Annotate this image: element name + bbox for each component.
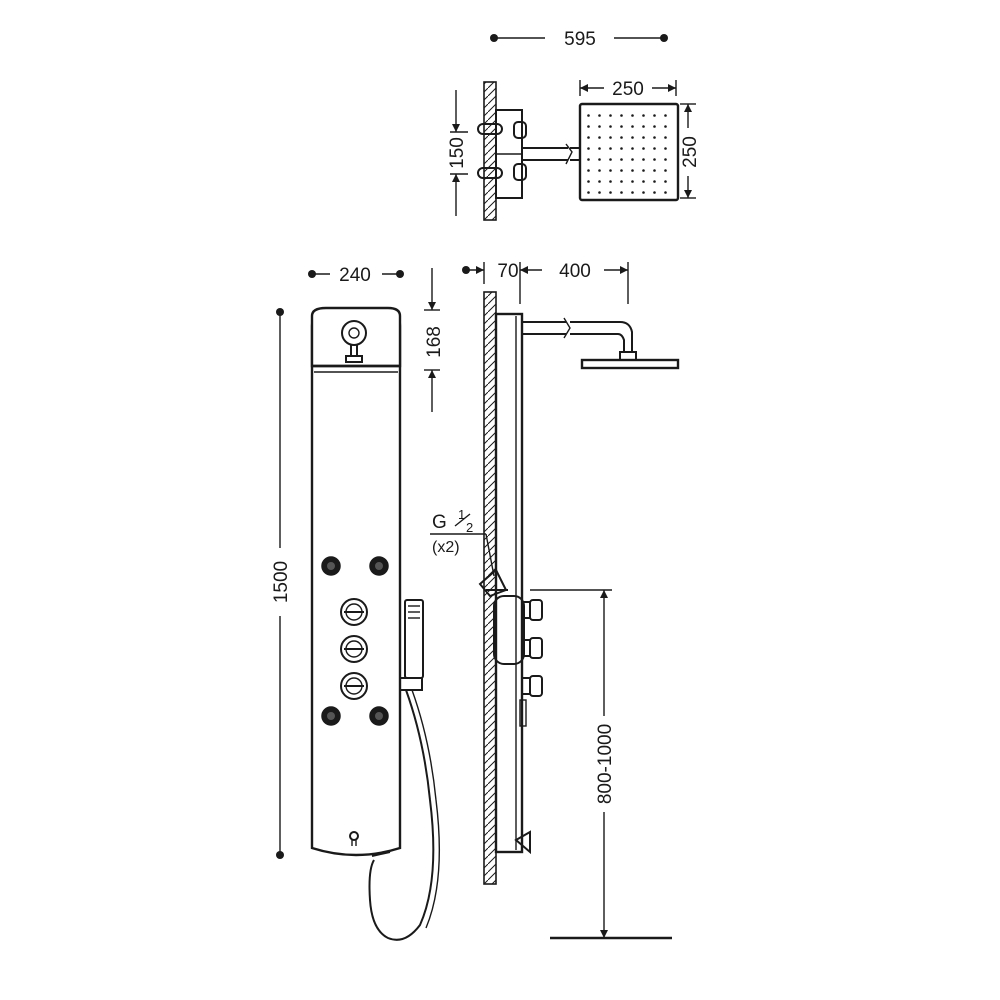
head-connector: [341, 320, 367, 363]
dimension-head-depth: 250: [680, 103, 701, 199]
inlet-fraction-numerator: 1: [458, 507, 465, 522]
thermostat-knob-icon: [340, 635, 368, 663]
dimension-head-width: 250: [579, 79, 677, 100]
inlet-count-label: (x2): [432, 539, 460, 556]
shower-head-top: [578, 102, 680, 202]
flow-knob-icon: [340, 672, 368, 700]
side-view: 70 400: [430, 261, 680, 940]
inlet-thread-label: G: [432, 512, 447, 533]
diverter-knob-icon: [340, 598, 368, 626]
control-knobs: [340, 598, 368, 700]
dimension-1500: 1500: [271, 308, 292, 859]
shower-column-panel: [310, 306, 402, 857]
dimension-70-label: 70: [497, 261, 518, 282]
side-knob-icon: [521, 637, 543, 659]
dimension-168: 168: [424, 268, 445, 412]
dimension-595-label: 595: [564, 29, 596, 50]
dimension-595: 595: [490, 29, 668, 50]
wall-section-side: [483, 291, 497, 885]
inlet-fraction-denominator: 2: [466, 520, 473, 535]
dimension-168-label: 168: [424, 326, 445, 358]
shower-arm-top: [522, 143, 582, 165]
shower-arm-side: [522, 317, 680, 370]
dimension-240: 240: [308, 265, 404, 286]
panel-profile: [493, 312, 531, 855]
side-knob-icon: [521, 675, 543, 697]
bottom-outlet: [349, 831, 359, 846]
inlet-callout: G 1 2 (x2): [430, 507, 508, 598]
dimension-400-label: 400: [559, 261, 591, 282]
side-knob-icon: [521, 599, 543, 621]
dimension-150: 150: [447, 90, 468, 216]
side-knobs: [521, 599, 543, 697]
top-view: 595: [447, 29, 701, 221]
mounting-bracket: [477, 109, 527, 199]
dimension-70-400: 70 400: [462, 261, 629, 304]
wall-section-top: [483, 81, 497, 221]
dimension-head-width-label: 250: [612, 79, 644, 100]
dimension-1500-label: 1500: [271, 561, 292, 603]
body-jets: [321, 556, 389, 726]
dimension-head-depth-label: 250: [680, 136, 701, 168]
dimension-240-label: 240: [339, 265, 371, 286]
dimension-150-label: 150: [447, 137, 468, 169]
front-view: 240 1500 168: [271, 265, 445, 941]
dimension-install-height: 800-1000: [530, 589, 672, 940]
hand-shower: [368, 599, 441, 941]
dimension-800-1000-label: 800-1000: [595, 724, 616, 804]
